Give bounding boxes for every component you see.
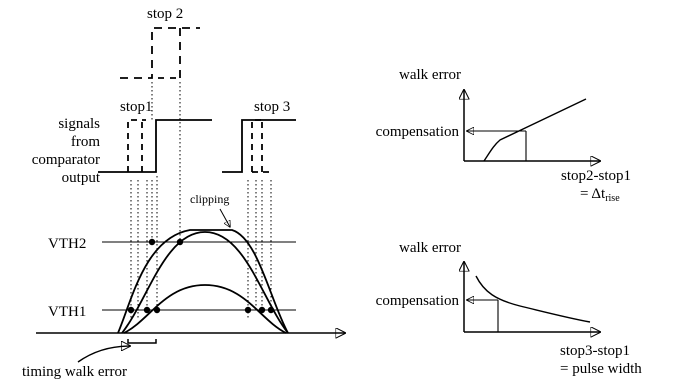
vth1-label: VTH1 <box>48 304 86 320</box>
left-panel: stop 2 stop1 signals from comparator out… <box>22 6 345 380</box>
stop3-solid-signal <box>222 119 296 173</box>
stop1-solid-signal <box>98 119 212 173</box>
signals-label-4: output <box>62 170 101 186</box>
top-x-label-1: stop2-stop1 <box>561 168 631 184</box>
timing-walk-error-label: timing walk error <box>22 364 127 380</box>
medium-pulse <box>121 231 289 334</box>
clipping-label: clipping <box>190 192 229 206</box>
top-compensation-label: compensation <box>376 124 460 140</box>
stop1-label: stop1 <box>120 99 153 115</box>
bottom-x-label-2: = pulse width <box>560 361 642 377</box>
clipped-pulse <box>117 229 289 334</box>
bottom-walk-error-label: walk error <box>399 240 461 256</box>
stop1-dashed-signal-a <box>127 119 146 172</box>
bottom-x-label-1: stop3-stop1 <box>560 343 630 359</box>
vth2-label: VTH2 <box>48 236 86 252</box>
signals-label-3: comparator <box>32 152 100 168</box>
top-walk-error-label: walk error <box>399 67 461 83</box>
stop3-label: stop 3 <box>254 99 290 115</box>
top-right-graph: walk error compensation stop2-stop1 = Δt… <box>376 67 631 204</box>
stop2-dashed-signal <box>120 27 200 79</box>
timing-walk-error-bracket <box>127 339 157 344</box>
bottom-compensation-label: compensation <box>376 293 460 309</box>
stop2-label: stop 2 <box>147 6 183 22</box>
bottom-walk-error-curve <box>475 275 591 323</box>
clipping-arrow <box>219 208 230 227</box>
signals-label-1: signals <box>58 116 100 132</box>
timing-walk-error-pointer <box>77 346 130 363</box>
stop3-dashed-signal-a <box>251 119 266 172</box>
bottom-right-graph: walk error compensation stop3-stop1 = pu… <box>376 240 643 377</box>
top-walk-error-curve <box>483 98 587 162</box>
signals-label-2: from <box>71 134 100 150</box>
crossing-dots <box>127 238 275 314</box>
small-pulse <box>123 284 287 334</box>
top-x-label-2: = Δtrise <box>580 186 620 204</box>
